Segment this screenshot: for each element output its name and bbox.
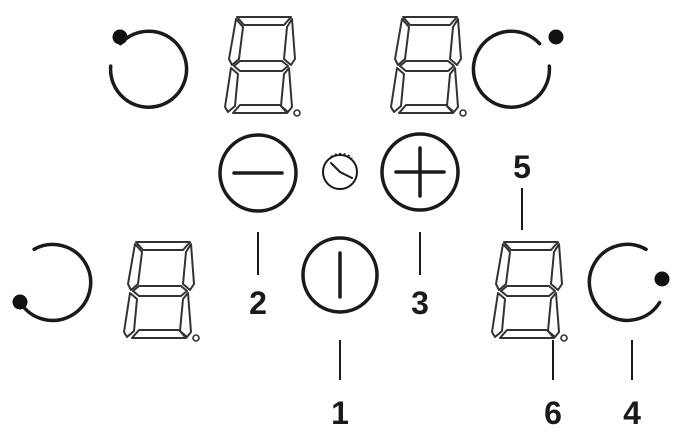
- cooking-zone-selector-icon[interactable]: [108, 29, 189, 109]
- power-on-off-icon[interactable]: [301, 236, 379, 314]
- cooking-zone-selector-icon[interactable]: [471, 29, 564, 109]
- callout-6: 6: [544, 395, 562, 431]
- seven-segment-display-icon: [491, 241, 568, 342]
- callout-5: 5: [513, 149, 531, 185]
- seven-segment-display-icon: [224, 16, 301, 117]
- callout-3: 3: [411, 285, 429, 321]
- plus-button-icon[interactable]: [380, 132, 460, 212]
- cooking-zone-selector-icon[interactable]: [587, 242, 670, 323]
- callout-4: 4: [623, 395, 641, 431]
- seven-segment-display-icon: [390, 16, 467, 117]
- callout-2: 2: [249, 285, 267, 321]
- timer-clock-icon[interactable]: [322, 152, 358, 190]
- seven-segment-display-icon: [123, 241, 200, 342]
- minus-button-icon[interactable]: [218, 133, 298, 213]
- callout-1: 1: [331, 395, 349, 431]
- cooking-zone-selector-icon[interactable]: [12, 242, 93, 323]
